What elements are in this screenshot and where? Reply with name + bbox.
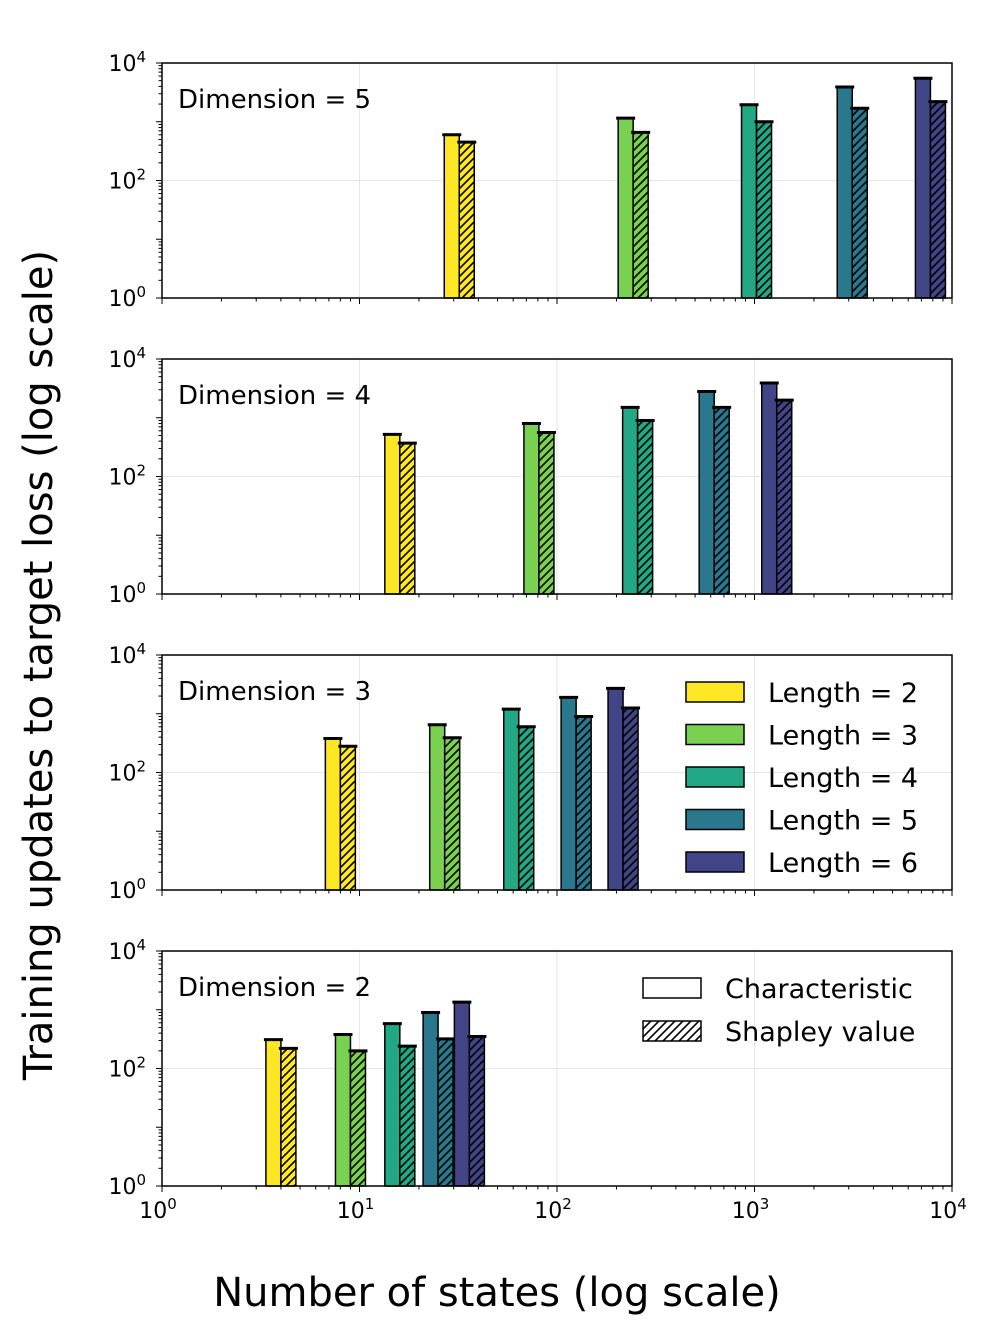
bar-shapley-length-5 xyxy=(713,406,730,595)
panel-label: Dimension = 4 xyxy=(178,381,371,411)
legend-swatch-length-2 xyxy=(685,681,745,703)
bar-shapley-length-6 xyxy=(468,1035,486,1187)
panel-label: Dimension = 3 xyxy=(178,677,371,707)
panel-label: Dimension = 2 xyxy=(178,973,371,1003)
x-tick-label: 102 xyxy=(534,1195,572,1224)
bar-characteristic-length-6 xyxy=(760,382,778,595)
bar-characteristic-length-4 xyxy=(384,1022,401,1187)
bar-characteristic-length-3 xyxy=(523,422,540,595)
bar-shapley-length-4 xyxy=(399,1045,416,1187)
y-tick-label: 102 xyxy=(108,166,146,195)
bar-shapley-length-2 xyxy=(339,745,357,891)
legend-label-solid: Characteristic xyxy=(725,974,913,1005)
bar-characteristic-length-4 xyxy=(621,406,639,595)
legend-swatch-length-6 xyxy=(685,851,745,873)
bar-shapley-length-3 xyxy=(632,131,649,299)
bar-characteristic-length-4 xyxy=(740,103,758,299)
legend-swatch-length-5 xyxy=(685,808,745,831)
y-tick-label: 104 xyxy=(108,48,146,77)
bar-shapley-length-3 xyxy=(349,1050,367,1187)
y-tick-label: 102 xyxy=(108,758,146,787)
bar-characteristic-length-3 xyxy=(617,117,634,299)
panel-label: Dimension = 5 xyxy=(178,85,371,115)
bar-shapley-length-3 xyxy=(443,737,461,891)
legend-label-length-5: Length = 5 xyxy=(768,806,918,837)
x-tick-label: 100 xyxy=(139,1195,177,1224)
y-tick-label: 100 xyxy=(108,1171,146,1200)
x-tick-label: 101 xyxy=(337,1195,375,1224)
bar-shapley-length-6 xyxy=(622,707,639,891)
bar-shapley-length-5 xyxy=(437,1038,454,1187)
legend-label-length-4: Length = 4 xyxy=(768,763,918,794)
bar-characteristic-length-2 xyxy=(443,134,461,299)
bar-characteristic-length-2 xyxy=(384,433,401,595)
legend-label-length-6: Length = 6 xyxy=(768,848,918,879)
y-tick-label: 102 xyxy=(108,462,146,491)
y-tick-label: 100 xyxy=(108,875,146,904)
bar-characteristic-length-4 xyxy=(502,708,520,891)
bar-characteristic-length-5 xyxy=(836,86,853,299)
bar-shapley-length-2 xyxy=(399,442,416,595)
x-axis-title: Number of states (log scale) xyxy=(213,1270,781,1316)
y-tick-label: 100 xyxy=(108,579,146,608)
bar-characteristic-length-5 xyxy=(560,696,577,891)
bar-characteristic-length-5 xyxy=(422,1011,439,1187)
legend-swatch-length-4 xyxy=(685,766,745,788)
legend-label-length-3: Length = 3 xyxy=(768,721,918,752)
bar-characteristic-length-5 xyxy=(698,390,715,595)
x-tick-label: 103 xyxy=(732,1195,770,1224)
legend-swatch-solid xyxy=(642,977,702,999)
bar-shapley-length-3 xyxy=(538,431,555,595)
bar-shapley-length-6 xyxy=(775,399,793,595)
bar-characteristic-length-3 xyxy=(428,723,446,891)
bar-shapley-length-2 xyxy=(458,141,476,299)
legend-lengths: Length = 2 Length = 3 Length = 4 Length = 5… xyxy=(685,678,918,879)
bar-shapley-length-5 xyxy=(575,715,592,891)
y-tick-label: 102 xyxy=(108,1054,146,1083)
bar-characteristic-length-2 xyxy=(265,1038,282,1187)
legend-label-hatched: Shapley value xyxy=(725,1017,915,1048)
legend-swatch-hatched xyxy=(642,1020,702,1042)
y-tick-label: 104 xyxy=(108,344,146,373)
y-tick-label: 100 xyxy=(108,283,146,312)
bar-characteristic-length-6 xyxy=(453,1001,471,1187)
bar-characteristic-length-2 xyxy=(324,737,342,891)
bar-shapley-length-5 xyxy=(851,107,868,299)
bar-shapley-length-4 xyxy=(755,121,773,299)
legend-label-length-2: Length = 2 xyxy=(768,678,918,709)
y-tick-label: 104 xyxy=(108,640,146,669)
bar-shapley-length-2 xyxy=(280,1047,297,1187)
bar-shapley-length-4 xyxy=(636,419,654,595)
x-tick-label: 104 xyxy=(929,1195,967,1224)
bar-characteristic-length-6 xyxy=(914,77,932,299)
bar-characteristic-length-6 xyxy=(607,687,624,891)
legend-swatch-length-3 xyxy=(685,723,745,746)
bar-shapley-length-4 xyxy=(517,726,535,891)
y-tick-label: 104 xyxy=(108,936,146,965)
bar-shapley-length-6 xyxy=(929,100,947,299)
y-axis-title: Training updates to target loss (log sca… xyxy=(16,250,62,1081)
bar-characteristic-length-3 xyxy=(334,1033,352,1187)
